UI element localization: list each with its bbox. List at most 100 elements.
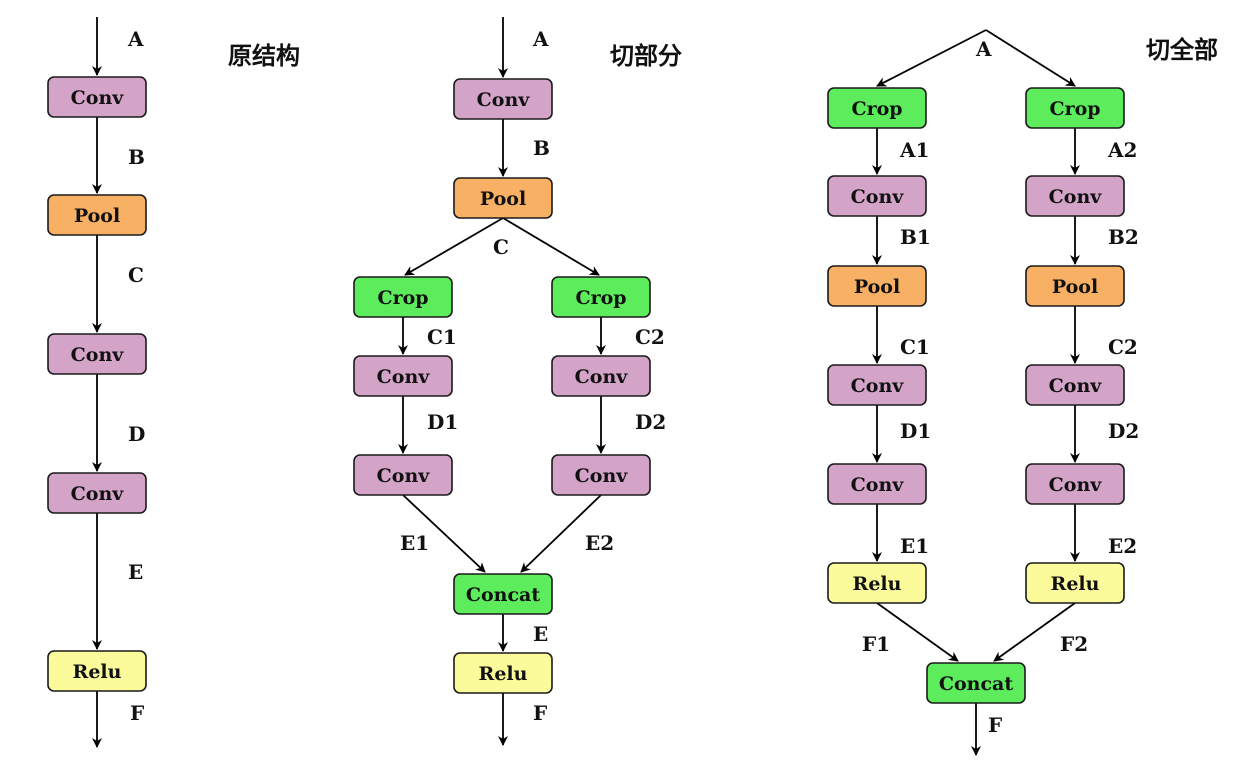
node-box	[47, 333, 147, 375]
node-label: Conv	[851, 474, 905, 496]
node-concat: Concat	[453, 573, 553, 615]
node-label: Pool	[1052, 276, 1098, 298]
edge-arrow	[876, 602, 959, 662]
node-label: Relu	[1051, 573, 1100, 595]
node-conv: Conv	[1025, 463, 1125, 505]
node-box	[353, 355, 453, 397]
node-conv: Conv	[453, 78, 553, 120]
edge-label: F2	[1060, 632, 1088, 656]
panel-title-cut-all: 切全部	[1146, 36, 1218, 64]
node-conv: Conv	[827, 364, 927, 406]
node-box	[453, 78, 553, 120]
panel-title-original: 原结构	[228, 42, 300, 70]
node-label: Concat	[466, 584, 540, 606]
node-box	[827, 463, 927, 505]
node-box	[1025, 175, 1125, 217]
node-conv: Conv	[551, 454, 651, 496]
node-label: Conv	[71, 483, 125, 505]
edge-arrow	[876, 29, 987, 87]
node-label: Pool	[854, 276, 900, 298]
edge-arrow	[520, 494, 602, 573]
node-box	[353, 276, 453, 318]
edge-arrow	[402, 494, 486, 573]
edge-arrow	[502, 217, 600, 276]
node-concat: Concat	[926, 662, 1026, 704]
node-label: Relu	[73, 661, 122, 683]
edge-label: E	[533, 622, 548, 646]
node-label: Conv	[377, 465, 431, 487]
edge-label: F	[988, 713, 1002, 737]
node-conv: Conv	[47, 76, 147, 118]
edge-label: D2	[1108, 419, 1139, 443]
edge-label: A	[532, 27, 549, 51]
edge-label: E1	[900, 534, 929, 558]
node-label: Conv	[1049, 186, 1103, 208]
node-label: Conv	[1049, 474, 1103, 496]
node-label: Conv	[575, 366, 629, 388]
node-box	[827, 364, 927, 406]
node-box	[827, 265, 927, 307]
node-crop: Crop	[827, 87, 927, 129]
edge-label: A1	[899, 138, 929, 162]
node-label: Crop	[851, 98, 902, 120]
node-pool: Pool	[47, 194, 147, 236]
node-label: Pool	[480, 188, 526, 210]
node-box	[551, 355, 651, 397]
node-box	[353, 454, 453, 496]
edge-label: F1	[862, 632, 890, 656]
node-conv: Conv	[47, 472, 147, 514]
node-crop: Crop	[551, 276, 651, 318]
node-box	[47, 76, 147, 118]
node-box	[1025, 265, 1125, 307]
node-conv: Conv	[827, 175, 927, 217]
node-label: Conv	[477, 89, 531, 111]
node-label: Crop	[1049, 98, 1100, 120]
node-label: Crop	[377, 287, 428, 309]
node-label: Conv	[1049, 375, 1103, 397]
edge-label: D	[128, 422, 145, 446]
node-label: Conv	[377, 366, 431, 388]
node-box	[827, 87, 927, 129]
edge-label: D1	[900, 419, 931, 443]
node-conv: Conv	[47, 333, 147, 375]
edge-label: E	[128, 560, 143, 584]
edge-label: B1	[900, 225, 931, 249]
node-conv: Conv	[1025, 364, 1125, 406]
edge-label: D1	[427, 410, 458, 434]
node-crop: Crop	[1025, 87, 1125, 129]
edge-label: A	[127, 27, 144, 51]
node-relu: Relu	[453, 652, 553, 694]
node-label: Crop	[575, 287, 626, 309]
edge-label: C1	[900, 335, 930, 359]
node-relu: Relu	[1025, 562, 1125, 604]
node-box	[1025, 87, 1125, 129]
edge-label: C	[493, 235, 509, 259]
node-box	[827, 562, 927, 604]
node-label: Relu	[853, 573, 902, 595]
edge-label: A2	[1107, 138, 1137, 162]
node-conv: Conv	[1025, 175, 1125, 217]
node-box	[926, 662, 1026, 704]
node-box	[551, 276, 651, 318]
edge-label: B	[533, 136, 550, 160]
node-crop: Crop	[353, 276, 453, 318]
node-label: Conv	[71, 87, 125, 109]
node-label: Conv	[71, 344, 125, 366]
edge-label: C1	[427, 325, 457, 349]
node-box	[453, 177, 553, 219]
node-conv: Conv	[353, 355, 453, 397]
node-conv: Conv	[353, 454, 453, 496]
panel-title-cut-partial: 切部分	[610, 42, 682, 70]
edge-label: D2	[635, 410, 666, 434]
node-label: Conv	[575, 465, 629, 487]
node-label: Conv	[851, 186, 905, 208]
node-box	[1025, 364, 1125, 406]
node-box	[1025, 562, 1125, 604]
node-box	[827, 175, 927, 217]
edge-label: E2	[585, 531, 614, 555]
edge-label: B2	[1108, 225, 1139, 249]
node-pool: Pool	[827, 265, 927, 307]
edge-label: E1	[400, 531, 429, 555]
edge-label: E2	[1108, 534, 1137, 558]
